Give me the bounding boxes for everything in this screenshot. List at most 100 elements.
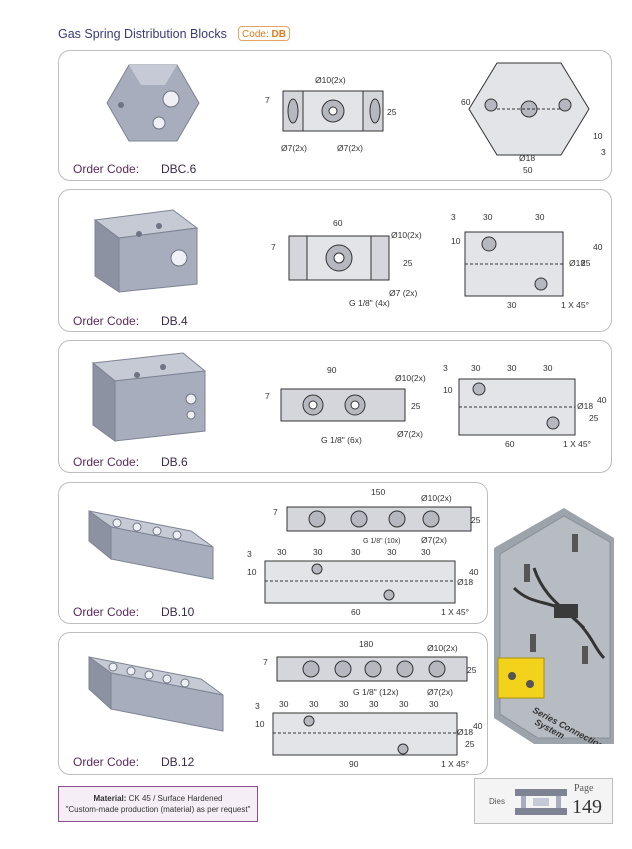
dim-text: 30	[339, 699, 349, 709]
dim-text: 180	[359, 639, 373, 649]
dim-text: 3	[443, 363, 448, 373]
page-title: Gas Spring Distribution Blocks	[58, 27, 227, 41]
dim-text: Ø7(2x)	[427, 687, 453, 697]
dim-text: 1 X 45°	[563, 439, 591, 449]
dim-text: 30	[399, 699, 409, 709]
product-photo-db10	[88, 510, 214, 580]
dim-text: 60	[505, 439, 515, 449]
dim-text: G 1/8" (10x)	[363, 538, 401, 545]
product-photo-db12	[88, 656, 224, 732]
order-code-value: DB.10	[161, 605, 195, 619]
drawing-front-db12: 180 Ø10(2x) 7 25 G 1/8" (12x) Ø7(2x)	[263, 639, 477, 697]
dim-text: 50	[523, 165, 533, 175]
order-code-value: DB.6	[161, 455, 188, 469]
dim-text: 30	[535, 212, 545, 222]
dim-text: 60	[351, 607, 361, 617]
dim-text: Ø10(2x)	[421, 493, 452, 503]
drawing-front-db10: 150 Ø10(2x) 7 25 G 1/8" (10x) Ø7(2x)	[273, 487, 481, 545]
page-label: Page	[574, 783, 594, 794]
code-value: DB	[271, 29, 286, 40]
dim-text: 25	[387, 107, 397, 117]
material-box: Material: CK 45 / Surface Hardened "Cust…	[58, 786, 258, 822]
drawing-top-db12: 3 30 30 30 30 30 30 10 Ø18 25 40 90 1 X …	[255, 699, 483, 769]
dim-text: Ø7(2x)	[281, 143, 307, 153]
dim-text: 10	[255, 719, 265, 729]
dim-text: Ø18	[519, 153, 535, 163]
dim-text: 10	[451, 236, 461, 246]
order-code-label: Order Code:	[73, 605, 140, 619]
dim-text: Ø7(2x)	[397, 429, 423, 439]
page-box: Dies Page 149	[474, 778, 613, 824]
dim-text: Ø18	[577, 401, 593, 411]
dim-text: 7	[265, 391, 270, 401]
dim-text: Ø18	[569, 258, 585, 268]
drawing-top-db4: 3 30 30 10 Ø18 25 40 30 1 X 45°	[451, 212, 603, 310]
dim-text: Ø7(2x)	[421, 535, 447, 545]
dim-text: 7	[273, 507, 278, 517]
dim-text: 1 X 45°	[441, 759, 469, 769]
material-line: Material: CK 45 / Surface Hardened	[59, 793, 257, 804]
dim-text: Ø7 (2x)	[389, 288, 418, 298]
dim-text: 3	[451, 212, 456, 222]
order-code-label: Order Code:	[73, 314, 140, 328]
dim-text: 7	[265, 95, 270, 105]
page-number: 149	[572, 796, 602, 818]
section-label: Dies	[489, 797, 506, 806]
dim-text: 10	[443, 385, 453, 395]
product-photo-dbc6	[106, 64, 200, 142]
dim-text: 25	[411, 401, 421, 411]
dim-text: 25	[403, 258, 413, 268]
dim-text: 30	[429, 699, 439, 709]
material-value: CK 45 / Surface Hardened	[128, 794, 223, 803]
dim-text: 1 X 45°	[441, 607, 469, 617]
drawing-top-db6: 3 30 30 30 10 Ø18 25 40 60 1 X 45°	[443, 363, 607, 449]
order-code-value: DB.12	[161, 755, 195, 769]
dim-text: 3	[255, 701, 260, 711]
dim-text: G 1/8" (12x)	[353, 687, 399, 697]
dim-text: 7	[271, 242, 276, 252]
order-code-label: Order Code:	[73, 455, 140, 469]
dim-text: 10	[593, 131, 603, 141]
dim-text: 30	[277, 547, 287, 557]
dim-text: 10	[247, 567, 257, 577]
product-panel-dbc6: Ø10(2x) 7 25 Ø7(2x) Ø7(2x) 60 10 3 Ø18 5…	[58, 50, 612, 181]
material-label: Material:	[93, 794, 127, 803]
dim-text: 25	[589, 413, 599, 423]
dim-text: Ø10(2x)	[391, 230, 422, 240]
dim-text: 40	[473, 721, 483, 731]
dim-text: 25	[465, 739, 475, 749]
dim-text: 150	[371, 487, 385, 497]
dim-text: 40	[593, 242, 603, 252]
series-connection-photo: Series Connection System	[494, 508, 614, 744]
dim-text: Ø10(2x)	[427, 643, 458, 653]
dim-text: Ø7(2x)	[337, 143, 363, 153]
order-code-value: DB.4	[161, 314, 188, 328]
dim-text: 30	[507, 300, 517, 310]
dim-text: G 1/8" (6x)	[321, 435, 362, 445]
dim-text: 30	[351, 547, 361, 557]
dim-text: 1 X 45°	[561, 300, 589, 310]
dim-text: Ø18	[457, 577, 473, 587]
product-photo-db4	[93, 209, 199, 293]
dim-text: 30	[507, 363, 517, 373]
dim-text: 30	[279, 699, 289, 709]
order-code-value: DBC.6	[161, 162, 197, 176]
die-set-icon	[515, 789, 567, 815]
drawing-front-dbc6: Ø10(2x) 7 25 Ø7(2x) Ø7(2x)	[265, 75, 397, 153]
dim-text: 40	[469, 567, 479, 577]
dim-text: 25	[581, 258, 591, 268]
dim-text: 25	[471, 515, 481, 525]
dim-text: 3	[601, 147, 606, 157]
dim-text: 40	[597, 395, 607, 405]
dim-text: G 1/8" (4x)	[349, 298, 390, 308]
product-panel-db12: 180 Ø10(2x) 7 25 G 1/8" (12x) Ø7(2x) 3 3…	[58, 632, 488, 775]
product-panel-db10: 150 Ø10(2x) 7 25 G 1/8" (10x) Ø7(2x) 3 3…	[58, 482, 488, 624]
dim-text: 7	[263, 657, 268, 667]
dim-text: 90	[349, 759, 359, 769]
dim-text: 30	[387, 547, 397, 557]
dim-text: 90	[327, 365, 337, 375]
dim-text: 30	[471, 363, 481, 373]
custom-note: "Custom-made production (material) as pe…	[65, 805, 251, 814]
dim-text: 3	[247, 549, 252, 559]
dim-text: 25	[467, 665, 477, 675]
